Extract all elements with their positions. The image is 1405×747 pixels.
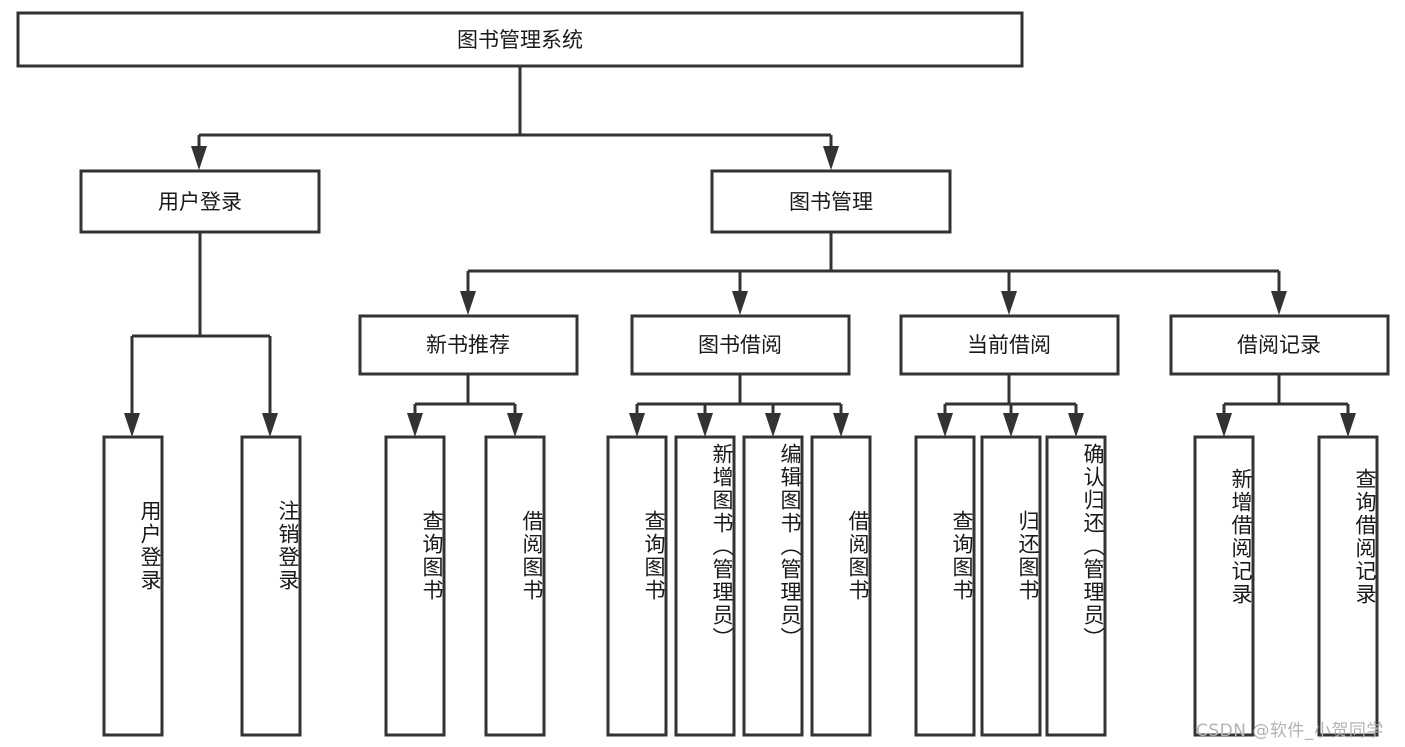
arrow-to-leaf-bb-2: [765, 413, 781, 437]
current-borrow-label: 当前借阅: [967, 333, 1051, 357]
arrow-to-book-manage: [823, 146, 839, 170]
arrow-to-new-book-rec: [460, 291, 476, 315]
leaf-box-new-book-rec-1[interactable]: [484, 435, 546, 737]
borrow-record-label: 借阅记录: [1237, 333, 1321, 357]
node-user-login[interactable]: 用户登录: [79, 169, 321, 234]
arrow-to-leaf-br-0: [1216, 413, 1232, 437]
leaf-box-borrow-record-1[interactable]: [1317, 435, 1379, 737]
node-new-book-rec[interactable]: 新书推荐: [358, 314, 579, 376]
connector-current-borrow-to-leaves: [937, 374, 1084, 437]
arrow-to-borrow-record: [1271, 291, 1287, 315]
arrow-to-leaf-nb-1: [507, 413, 523, 437]
leaf-box-current-borrow-2[interactable]: [1045, 435, 1107, 737]
leaf-box-user-login-1[interactable]: [240, 435, 302, 737]
new-book-rec-box[interactable]: [358, 314, 579, 376]
arrow-to-leaf-nb-0: [407, 413, 423, 437]
book-manage-label: 图书管理: [789, 190, 873, 214]
node-current-borrow[interactable]: 当前借阅: [899, 314, 1120, 376]
csdn-watermark: CSDN @软件_小贺同学: [1196, 721, 1384, 741]
book-borrow-box[interactable]: [630, 314, 851, 376]
borrow-record-box[interactable]: [1169, 314, 1390, 376]
leaf-box-book-borrow-3[interactable]: [810, 435, 872, 737]
new-book-rec-label: 新书推荐: [426, 333, 510, 357]
leaf-box-book-borrow-0[interactable]: [606, 435, 668, 737]
connector-user-login-to-leaves: [124, 232, 278, 437]
root-label: 图书管理系统: [457, 28, 583, 52]
connector-book-manage-to-level2: [460, 232, 1287, 315]
leaf-box-user-login-0[interactable]: [102, 435, 164, 737]
arrow-to-user-login: [191, 146, 207, 170]
leaf-box-book-borrow-2[interactable]: [742, 435, 804, 737]
leaf-box-new-book-rec-0[interactable]: [384, 435, 446, 737]
leaf-box-current-borrow-0[interactable]: [914, 435, 976, 737]
leaf-box-book-borrow-1[interactable]: [674, 435, 736, 737]
node-book-manage[interactable]: 图书管理: [710, 169, 952, 234]
arrow-to-leaf-cb-2: [1068, 413, 1084, 437]
connector-root-to-level1: [191, 66, 839, 170]
node-root[interactable]: 图书管理系统: [16, 11, 1024, 68]
arrow-to-book-borrow: [732, 291, 748, 315]
root-box[interactable]: [16, 11, 1024, 68]
arrow-to-leaf-bb-1: [697, 413, 713, 437]
arrow-to-leaf-bb-0: [629, 413, 645, 437]
connector-new-book-rec-to-leaves: [407, 374, 523, 437]
arrow-to-leaf-bb-3: [833, 413, 849, 437]
leaf-box-borrow-record-0[interactable]: [1193, 435, 1255, 737]
connector-borrow-record-to-leaves: [1216, 374, 1356, 437]
leaf-box-current-borrow-1[interactable]: [980, 435, 1042, 737]
arrow-to-leaf-cb-0: [937, 413, 953, 437]
user-login-label: 用户登录: [158, 190, 242, 214]
arrow-to-current-borrow: [1001, 291, 1017, 315]
arrow-to-leaf-cb-1: [1003, 413, 1019, 437]
arrow-to-leaf-br-1: [1340, 413, 1356, 437]
node-borrow-record[interactable]: 借阅记录: [1169, 314, 1390, 376]
book-borrow-label: 图书借阅: [698, 333, 782, 357]
book-manage-box[interactable]: [710, 169, 952, 234]
connector-book-borrow-to-leaves: [629, 374, 849, 437]
node-book-borrow[interactable]: 图书借阅: [630, 314, 851, 376]
arrow-to-leaf-ul-0: [124, 413, 140, 437]
arrow-to-leaf-ul-1: [262, 413, 278, 437]
current-borrow-box[interactable]: [899, 314, 1120, 376]
